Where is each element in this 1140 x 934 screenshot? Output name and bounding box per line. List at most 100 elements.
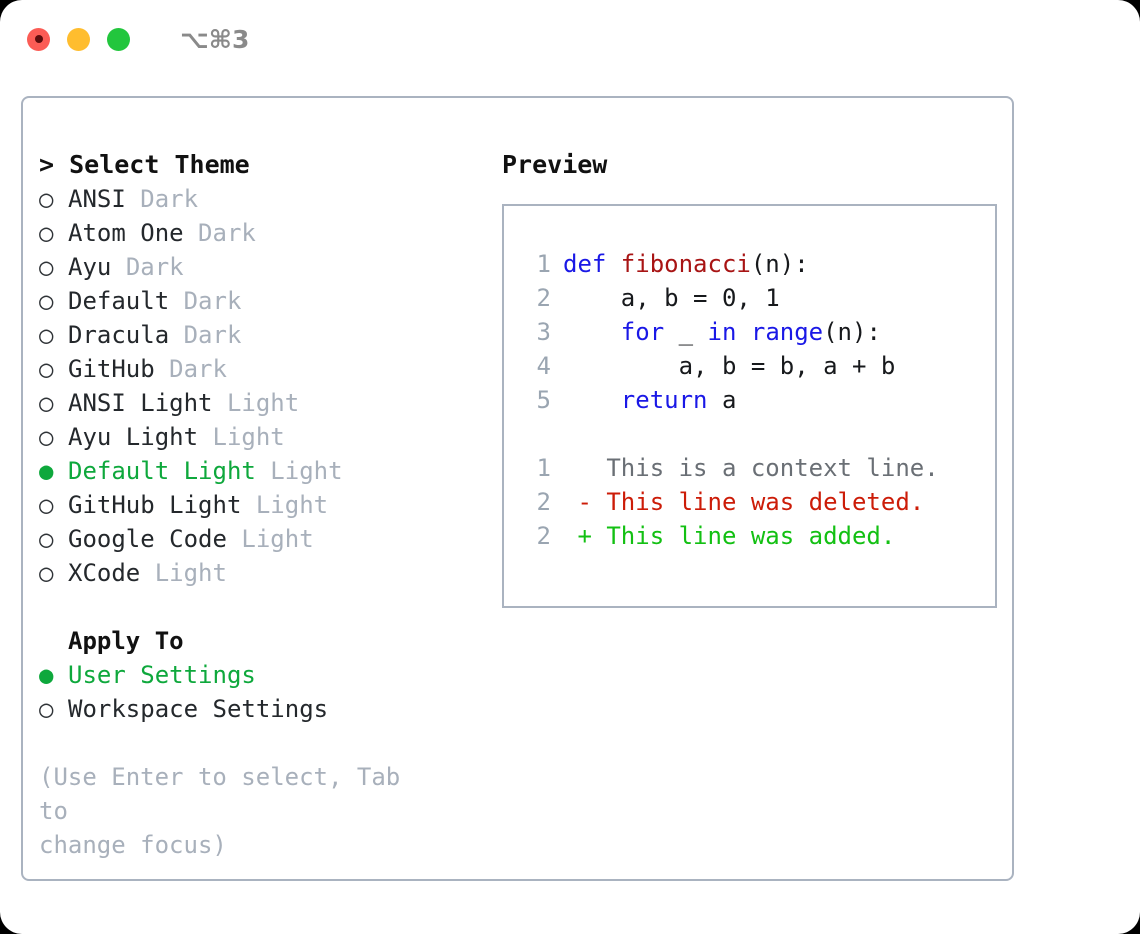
- code-line-content: [563, 417, 577, 451]
- line-number: 4: [536, 352, 551, 380]
- radio-unselected-icon[interactable]: ○: [39, 559, 54, 587]
- apply-to-list[interactable]: ●User Settings○Workspace Settings: [39, 658, 479, 726]
- line-number: 2: [536, 284, 551, 312]
- theme-name-label: XCode: [68, 559, 141, 587]
- theme-list-item[interactable]: ○Default Dark: [39, 284, 479, 318]
- apply-to-item[interactable]: ○Workspace Settings: [39, 692, 479, 726]
- code-line-content: a, b = 0, 1: [563, 281, 780, 315]
- apply-to-heading: Apply To: [68, 627, 184, 655]
- radio-unselected-icon[interactable]: ○: [39, 185, 54, 213]
- close-window-icon[interactable]: [27, 27, 50, 51]
- radio-unselected-icon[interactable]: ○: [39, 321, 54, 349]
- theme-category-label: Light: [270, 457, 343, 485]
- theme-name-label: Ayu Light: [68, 423, 199, 451]
- theme-picker-panel: > Select Theme ○ANSI Dark○Atom One Dark○…: [21, 96, 1014, 881]
- theme-category-label: Light: [212, 423, 285, 451]
- theme-list-item[interactable]: ○ ANSI Dark: [39, 182, 479, 216]
- theme-name-label: ANSI: [68, 185, 126, 213]
- theme-list[interactable]: ○ANSI Dark○Atom One Dark○Ayu Dark○Defaul…: [39, 182, 479, 590]
- select-theme-heading: > Select Theme: [39, 150, 250, 179]
- theme-list-item[interactable]: ○Dracula Dark: [39, 318, 479, 352]
- code-line: 4 a, b = b, a + b: [519, 349, 979, 383]
- theme-list-item[interactable]: ○ Ayu Light Light: [39, 420, 479, 454]
- minimize-window-icon[interactable]: [67, 27, 90, 51]
- code-token: for: [620, 318, 665, 346]
- theme-list-item[interactable]: ● Default Light Light: [39, 454, 479, 488]
- theme-list-item[interactable]: ○ Ayu Dark: [39, 250, 479, 284]
- theme-name-label: Dracula: [68, 321, 170, 349]
- label-space: [140, 556, 154, 590]
- preview-heading: Preview: [502, 150, 608, 179]
- theme-list-item[interactable]: ○ GitHub Dark: [39, 352, 479, 386]
- code-token: + This line was added.: [563, 522, 896, 550]
- radio-unselected-icon[interactable]: ○: [39, 287, 54, 315]
- label-space: [241, 488, 255, 522]
- code-token: in range: [707, 318, 824, 346]
- code-line: 2 - This line was deleted.: [519, 485, 979, 519]
- line-number: 5: [536, 386, 551, 414]
- theme-category-label: Dark: [125, 253, 184, 281]
- code-line-content: a, b = b, a + b: [563, 349, 896, 383]
- radio-unselected-icon[interactable]: ○: [39, 389, 54, 417]
- line-number: [519, 417, 551, 451]
- label-space: [213, 386, 227, 420]
- code-token: def: [563, 250, 621, 278]
- theme-category-label: Light: [255, 491, 329, 519]
- radio-unselected-icon[interactable]: ○: [39, 491, 54, 519]
- code-token: [563, 318, 621, 346]
- theme-name-label: Atom One: [68, 219, 184, 247]
- label-space: [155, 352, 169, 386]
- code-token: (n):: [823, 318, 881, 346]
- line-number: 2: [536, 488, 551, 516]
- theme-list-item[interactable]: ○ANSI Light Light: [39, 386, 479, 420]
- code-line-content: for _ in range(n):: [563, 315, 881, 349]
- preview-column: Preview: [502, 148, 997, 182]
- label-space: [169, 284, 183, 318]
- keyboard-hint: (Use Enter to select, Tab to change focu…: [39, 760, 439, 862]
- theme-list-item[interactable]: ○GitHub Light Light: [39, 488, 479, 522]
- code-token: fibonacci: [620, 250, 751, 278]
- radio-unselected-icon[interactable]: ○: [39, 219, 54, 247]
- theme-list-item[interactable]: ○Atom One Dark: [39, 216, 479, 250]
- code-line: 3 for _ in range(n):: [519, 315, 979, 349]
- code-token: a, b = b, a + b: [563, 352, 896, 380]
- code-token: [563, 386, 621, 414]
- theme-name-label: Ayu: [68, 253, 112, 281]
- radio-unselected-icon[interactable]: ○: [39, 355, 54, 383]
- radio-unselected-icon[interactable]: ○: [39, 525, 54, 553]
- radio-unselected-icon[interactable]: ○: [39, 695, 54, 723]
- theme-category-label: Dark: [169, 355, 227, 383]
- maximize-window-icon[interactable]: [107, 27, 130, 51]
- line-number: 1: [536, 250, 551, 278]
- code-token: (n):: [750, 250, 809, 278]
- label-space: [227, 522, 241, 556]
- label-space: [184, 216, 198, 250]
- radio-unselected-icon[interactable]: ○: [39, 253, 54, 281]
- theme-name-label: Default Light: [68, 457, 256, 485]
- code-line-content: + This line was added.: [563, 519, 895, 553]
- list-gap: [39, 590, 479, 624]
- keyboard-hint-line-2: change focus): [39, 831, 227, 859]
- code-line: 5 return a: [519, 383, 979, 417]
- radio-unselected-icon[interactable]: ○: [39, 423, 54, 451]
- code-token: a: [707, 386, 737, 414]
- code-line-content: - This line was deleted.: [563, 485, 924, 519]
- theme-list-item[interactable]: ○Google Code Light: [39, 522, 479, 556]
- theme-category-label: Dark: [140, 185, 199, 213]
- theme-category-label: Light: [241, 525, 314, 553]
- code-line: 2 a, b = 0, 1: [519, 281, 979, 315]
- code-token: [563, 420, 577, 448]
- radio-selected-icon[interactable]: ●: [39, 661, 54, 689]
- line-number: 3: [536, 318, 551, 346]
- apply-to-item[interactable]: ●User Settings: [39, 658, 479, 692]
- keyboard-shortcut-label: ⌥⌘3: [180, 24, 250, 54]
- theme-list-item[interactable]: ○XCode Light: [39, 556, 479, 590]
- label-space: [111, 250, 125, 284]
- code-line-content: return a: [563, 383, 737, 417]
- code-token: a, b = 0, 1: [563, 284, 780, 312]
- code-token: This is a context line.: [563, 454, 939, 482]
- theme-category-label: Light: [226, 389, 300, 417]
- radio-selected-icon[interactable]: ●: [39, 457, 54, 485]
- theme-name-label: GitHub: [68, 355, 155, 383]
